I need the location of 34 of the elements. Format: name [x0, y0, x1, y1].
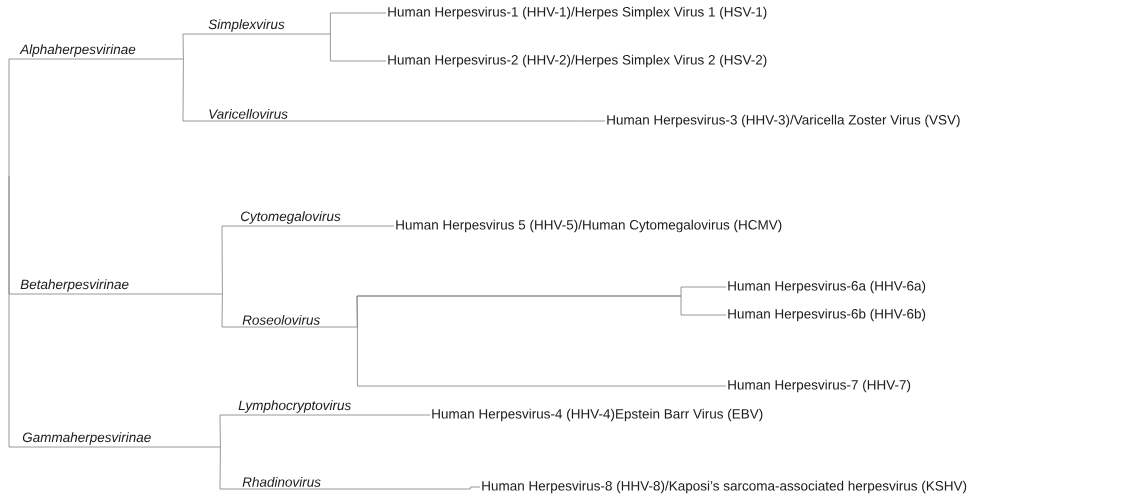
species-label: Human Herpesvirus-6a (HHV-6a) — [728, 280, 926, 294]
tree-branch — [330, 12, 387, 35]
tree-branch — [424, 414, 431, 416]
species-label: Human Herpesvirus-2 (HHV-2)/Herpes Simplex Virus 2 (HSV-2) — [388, 54, 767, 68]
tree-branch — [356, 295, 727, 328]
tree-branch — [580, 120, 606, 122]
clade-branch: Simplexvirus — [182, 19, 331, 35]
species-label: Human Herpesvirus-7 (HHV-7) — [728, 379, 911, 393]
tree-branch — [330, 33, 387, 62]
tree-branch — [8, 175, 10, 448]
species-label: Human Herpesvirus-4 (HHV-4)Epstein Barr Virus (EBV) — [432, 408, 763, 422]
tree-branch — [219, 414, 221, 448]
tree-branch — [357, 326, 727, 387]
clade-branch: Alphaherpesvirinae — [8, 44, 184, 60]
clade-branch: Gammaherpesvirinae — [8, 432, 221, 448]
clade-branch: Cytomegalovirus — [221, 211, 386, 227]
clade-branch: Betaherpesvirinae — [8, 279, 223, 295]
tree-branch — [470, 486, 481, 490]
tree-branch — [8, 58, 10, 177]
clade-branch: Lymphocryptovirus — [219, 400, 425, 416]
tree-branch — [221, 293, 223, 328]
clade-branch: Varicellovirus — [182, 108, 581, 122]
species-label: Human Herpesvirus-8 (HHV-8)/Kaposi’s sarcoma-associated herpesvirus (KSHV) — [482, 480, 967, 494]
species-label: Human Herpesvirus-1 (HHV-1)/Herpes Simplex Virus 1 (HSV-1) — [388, 6, 767, 20]
clade-branch: Roseolovirus — [221, 314, 358, 328]
species-label: Human Herpesvirus-6b (HHV-6b) — [728, 308, 926, 322]
tree-branch — [182, 58, 184, 122]
tree-branch — [221, 225, 223, 295]
species-label: Human Herpesvirus 5 (HHV-5)/Human Cytomegalovirus (HCMV) — [396, 219, 782, 233]
species-label: Human Herpesvirus-3 (HHV-3)/Varicella Zoster Virus (VSV) — [607, 114, 960, 128]
tree-branch — [182, 33, 184, 60]
tree-branch — [219, 446, 221, 490]
tree-branch — [385, 225, 395, 227]
clade-branch: Rhadinovirus — [219, 476, 471, 490]
